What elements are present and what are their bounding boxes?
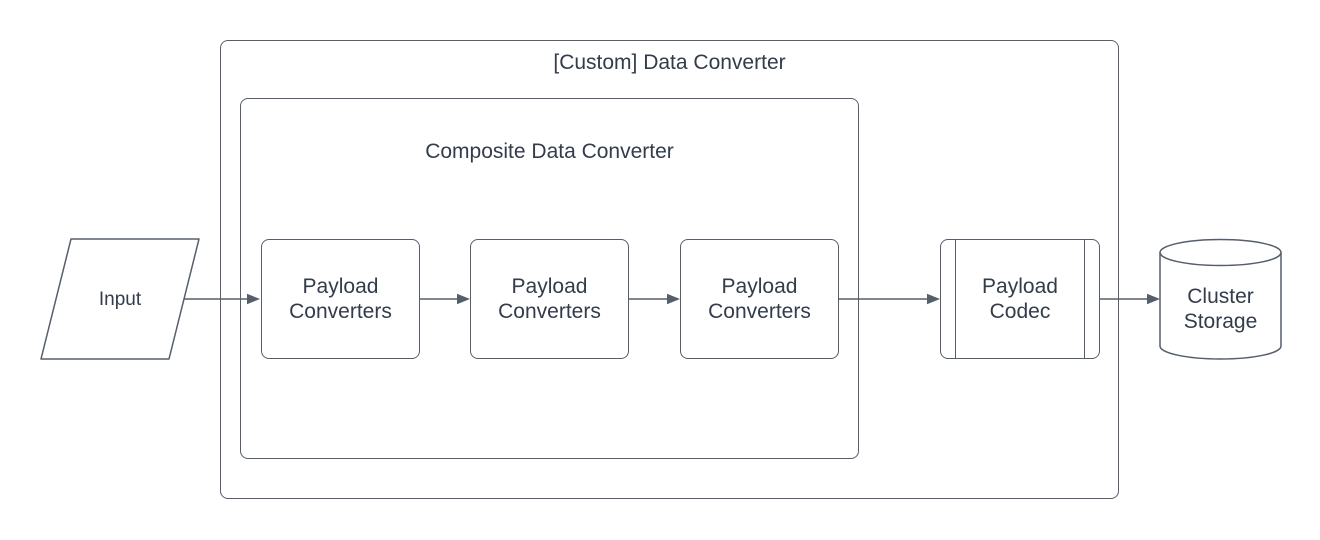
payload-converters-box-3: Payload Converters <box>680 239 839 359</box>
payload-converters-box-1: Payload Converters <box>261 239 420 359</box>
cluster-storage-label: Cluster Storage <box>1183 285 1258 333</box>
payload-converters-label: Payload Converters <box>498 275 601 323</box>
cluster-storage-node: Cluster Storage <box>1160 262 1281 356</box>
payload-converters-box-2: Payload Converters <box>470 239 629 359</box>
input-node: Input <box>41 239 199 359</box>
custom-data-converter-group: [Custom] Data Converter <box>220 40 1119 499</box>
composite-data-converter-title: Composite Data Converter <box>425 140 674 163</box>
codec-side-line-left <box>955 240 956 358</box>
input-label: Input <box>98 288 142 310</box>
payload-converters-label: Payload Converters <box>289 275 392 323</box>
custom-data-converter-title: [Custom] Data Converter <box>553 51 786 74</box>
payload-converters-label: Payload Converters <box>708 275 811 323</box>
payload-codec-box: Payload Codec <box>940 239 1100 359</box>
codec-side-line-right <box>1084 240 1085 358</box>
payload-codec-label: Payload Codec <box>982 275 1058 323</box>
composite-data-converter-group: Composite Data Converter <box>240 98 859 459</box>
